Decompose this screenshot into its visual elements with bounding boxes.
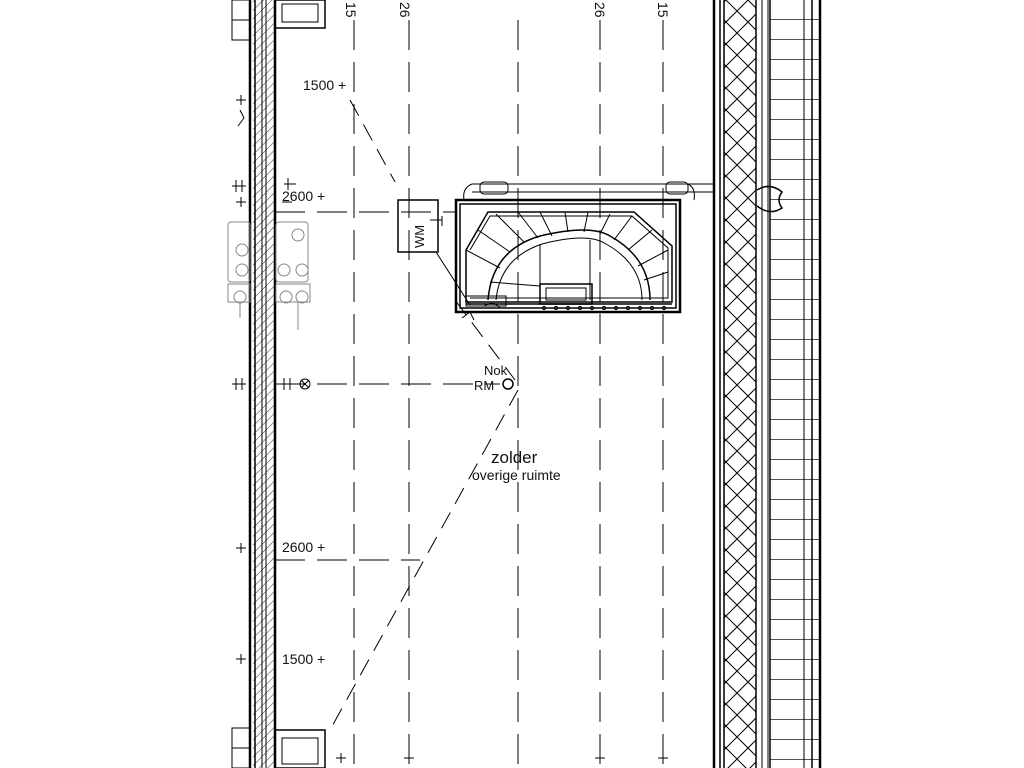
dim-col-1: 15	[343, 2, 359, 18]
wm-label: WM	[412, 225, 427, 248]
dim-col-2: 26	[397, 2, 413, 18]
nok-label: Nok	[484, 363, 508, 378]
washing-machine	[397, 199, 471, 306]
symbol-labels: WM Nok RM	[412, 225, 508, 393]
room-label: zolder overige ruimte	[472, 448, 561, 483]
dimension-labels: 1500 + 2600 + 2600 + 1500 + 15 26 26 15	[282, 2, 671, 667]
smoke-detector-symbol	[502, 378, 514, 390]
ventilation-duct	[463, 181, 714, 201]
room-subtitle: overige ruimte	[472, 467, 561, 483]
dim-bottom-1500: 1500 +	[282, 651, 325, 667]
room-name: zolder	[491, 448, 538, 467]
dim-top-1500: 1500 +	[303, 77, 346, 93]
dim-col-4: 15	[655, 2, 671, 18]
dim-bottom-2600: 2600 +	[282, 539, 325, 555]
dim-top-2600: 2600 +	[282, 188, 325, 204]
left-fixtures	[227, 95, 311, 664]
left-wall	[231, 0, 326, 768]
rm-label: RM	[474, 378, 494, 393]
bottom-ticks	[336, 753, 668, 763]
staircase	[454, 198, 682, 321]
construction-lines	[275, 20, 664, 768]
right-wall	[712, 0, 822, 768]
dim-col-3: 26	[592, 2, 608, 18]
